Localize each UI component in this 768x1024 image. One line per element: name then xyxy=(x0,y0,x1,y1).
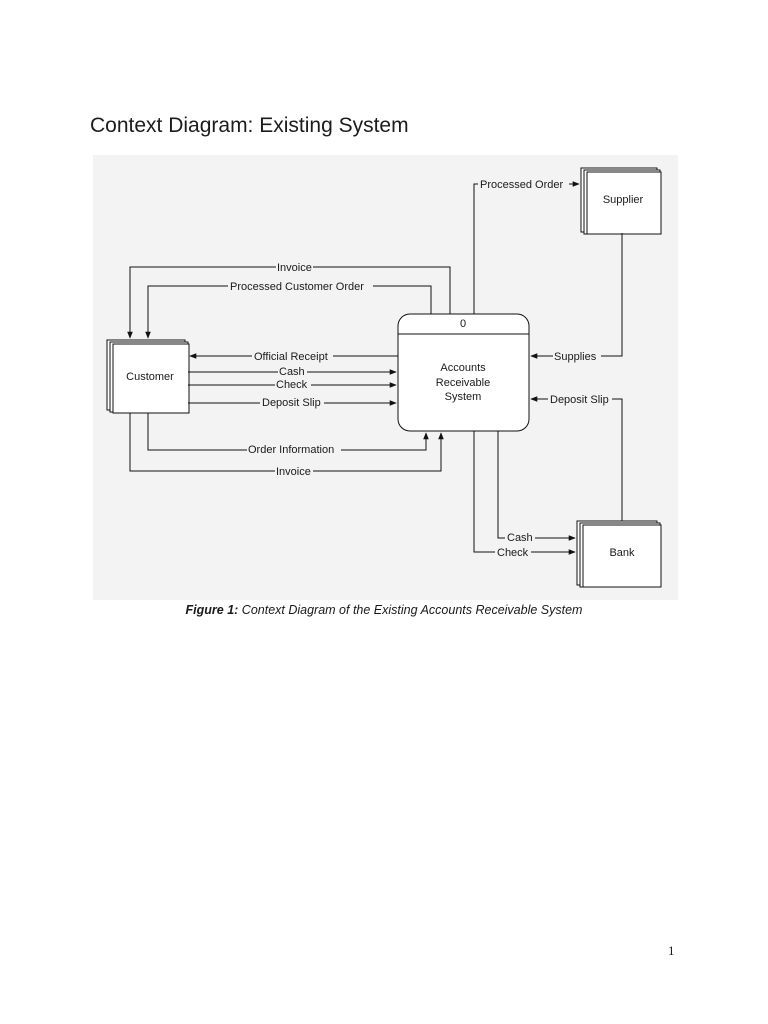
flow-line-deposit-slip-bank xyxy=(530,396,623,521)
process-accounts-receivable: 0 Accounts Receivable System xyxy=(397,313,530,432)
flow-line-invoice-bottom xyxy=(129,413,444,472)
flow-label-invoice-top: Invoice xyxy=(277,262,312,274)
flow-label-processed-order: Processed Order xyxy=(480,179,563,191)
flow-label-supplies: Supplies xyxy=(554,351,597,363)
flow-line-processed-order xyxy=(473,183,478,314)
bank-label: Bank xyxy=(609,547,635,559)
supplier-label: Supplier xyxy=(603,194,644,206)
flow-label-check-customer: Check xyxy=(276,379,308,391)
flow-label-cash-bank: Cash xyxy=(507,532,533,544)
figure-caption-text: Context Diagram of the Existing Accounts… xyxy=(238,603,583,617)
page-number: 1 xyxy=(668,943,675,958)
flow-label-deposit-slip-bank: Deposit Slip xyxy=(550,394,609,406)
customer-label: Customer xyxy=(126,371,174,383)
page-title: Context Diagram: Existing System xyxy=(90,114,409,137)
process-id: 0 xyxy=(460,318,466,330)
figure-caption-lead: Figure 1: xyxy=(185,603,239,617)
flow-label-processed-customer-order: Processed Customer Order xyxy=(230,281,364,293)
supplier-entity: Supplier xyxy=(580,167,662,235)
flow-label-invoice-bottom: Invoice xyxy=(276,466,311,478)
flow-label-official-receipt: Official Receipt xyxy=(254,351,328,363)
process-name-line-1: Accounts xyxy=(440,362,486,374)
flow-label-order-information: Order Information xyxy=(248,444,334,456)
flow-line-processed-customer-order xyxy=(145,285,432,339)
flow-line-supplies xyxy=(530,233,623,359)
context-diagram-svg: Customer Supplier Bank 0 Accounts Receiv… xyxy=(106,167,662,588)
process-name-line-3: System xyxy=(445,391,482,403)
flow-line-check-bank xyxy=(473,431,576,555)
flow-label-deposit-slip-customer: Deposit Slip xyxy=(262,397,321,409)
flow-line-cash-bank xyxy=(497,431,576,541)
context-diagram: Customer Supplier Bank 0 Accounts Receiv… xyxy=(93,155,678,600)
flow-label-check-bank: Check xyxy=(497,547,529,559)
customer-entity: Customer xyxy=(106,339,190,414)
bank-entity: Bank xyxy=(576,520,662,588)
process-name-line-2: Receivable xyxy=(436,377,490,389)
figure-caption: Figure 1: Context Diagram of the Existin… xyxy=(0,603,768,617)
flow-label-cash-customer: Cash xyxy=(279,366,305,378)
